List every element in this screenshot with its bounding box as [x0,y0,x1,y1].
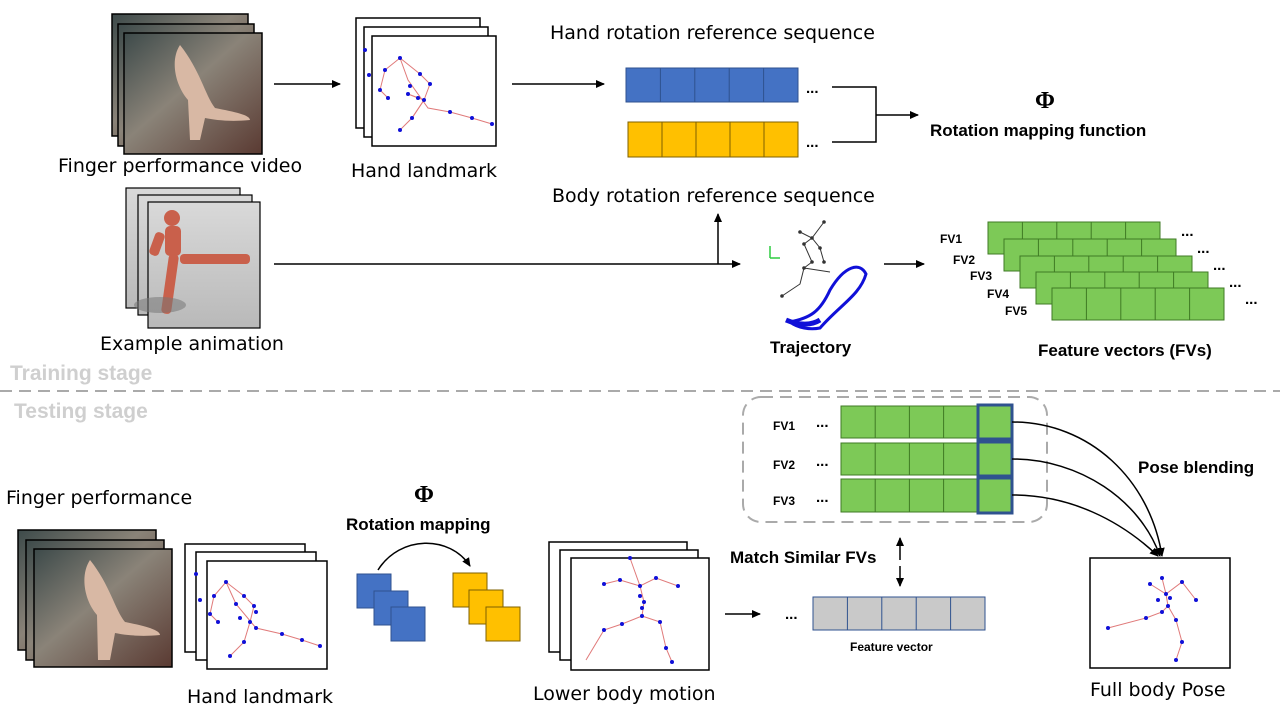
fv-bottom-row-2 [840,442,1013,476]
fv-candidate-box [742,396,1048,523]
phi-symbol-bottom: Φ [414,482,434,508]
fv-bottom-ellipsis-1: ... [816,414,829,431]
fv-label-top-3: FV3 [970,269,993,283]
lower-body-motion-label: Lower body motion [533,683,716,705]
sequence-merge-bracket [832,86,919,143]
full-body-pose-label: Full body Pose [1090,679,1226,701]
mannequin-shadow [134,297,186,313]
hand-landmark-stack-top [355,17,497,147]
lower-body-motion-stack [548,541,710,671]
fv-label-top-2: FV2 [953,253,976,267]
fv-bottom-row-3 [840,478,1013,513]
rotation-mapping-yellow-blocks [452,572,521,642]
hand-landmark-stack-bottom [184,543,328,670]
animation-to-trajectory-arrow [274,213,741,268]
fv-ellipsis-3: ... [1213,257,1226,274]
hand-rotation-sequence-label: Hand rotation reference sequence [550,22,875,44]
rotation-mapping-label: Rotation mapping [346,515,491,534]
pose-blending-label: Pose blending [1138,458,1255,477]
fv-label-top-1: FV1 [940,232,963,246]
training-stage-label: Training stage [10,362,153,385]
example-animation-stack [125,187,261,329]
feature-vectors-stack [987,221,1225,321]
example-animation-label: Example animation [100,333,284,355]
body-rotation-sequence-label: Body rotation reference sequence [552,185,875,207]
fv-bottom-row-1 [840,405,1013,439]
finger-hand-image [174,45,250,140]
body-rotation-sequence [627,121,799,158]
fv-label-top-4: FV4 [987,287,1010,301]
finger-hand-image-test [84,560,160,660]
match-similar-fvs-label: Match Similar FVs [730,548,877,567]
fv-label-bottom-3: FV3 [773,494,796,508]
rotation-mapping-function-label: Rotation mapping function [930,121,1147,140]
finger-video-stack [111,13,263,155]
fv-label-bottom-2: FV2 [773,458,796,472]
fv-bottom-ellipsis-2: ... [816,453,829,470]
feature-vector-label: Feature vector [850,640,933,654]
finger-performance-label: Finger performance [6,487,193,509]
hand-landmark-label-bottom: Hand landmark [187,686,334,708]
mannequin-figure [149,210,250,314]
hand-landmark-points [363,48,494,132]
finger-video-label: Finger performance video [58,155,303,177]
hand-rotation-sequence [625,67,799,103]
pose-blending-curves [1011,421,1165,557]
rotation-mapping-arrow [377,542,471,571]
feature-vector-ellipsis: ... [785,606,798,623]
feature-vectors-label: Feature vectors (FVs) [1038,341,1212,360]
phi-symbol-top: Φ [1035,88,1055,114]
fv-label-top-5: FV5 [1005,304,1028,318]
fv-label-bottom-1: FV1 [773,419,796,433]
testing-stage-label: Testing stage [14,400,148,423]
full-body-pose-frame [1089,557,1231,669]
hand-landmark-label-top: Hand landmark [351,160,498,182]
fv-ellipsis-1: ... [1181,223,1194,240]
body-sequence-ellipsis: ... [806,134,819,151]
fv-ellipsis-5: ... [1245,291,1258,308]
fv-ellipsis-2: ... [1197,240,1210,257]
hand-sequence-ellipsis: ... [806,80,819,97]
trajectory-label: Trajectory [770,338,852,357]
fv-row-5 [1051,287,1225,321]
feature-vector-gray [812,596,986,631]
trajectory-figure [769,220,868,331]
finger-performance-stack [17,529,173,668]
fv-ellipsis-4: ... [1229,274,1242,291]
fv-rows-bottom [840,405,1013,513]
rotation-mapping-blue-blocks [356,573,426,642]
fv-bottom-ellipsis-3: ... [816,489,829,506]
